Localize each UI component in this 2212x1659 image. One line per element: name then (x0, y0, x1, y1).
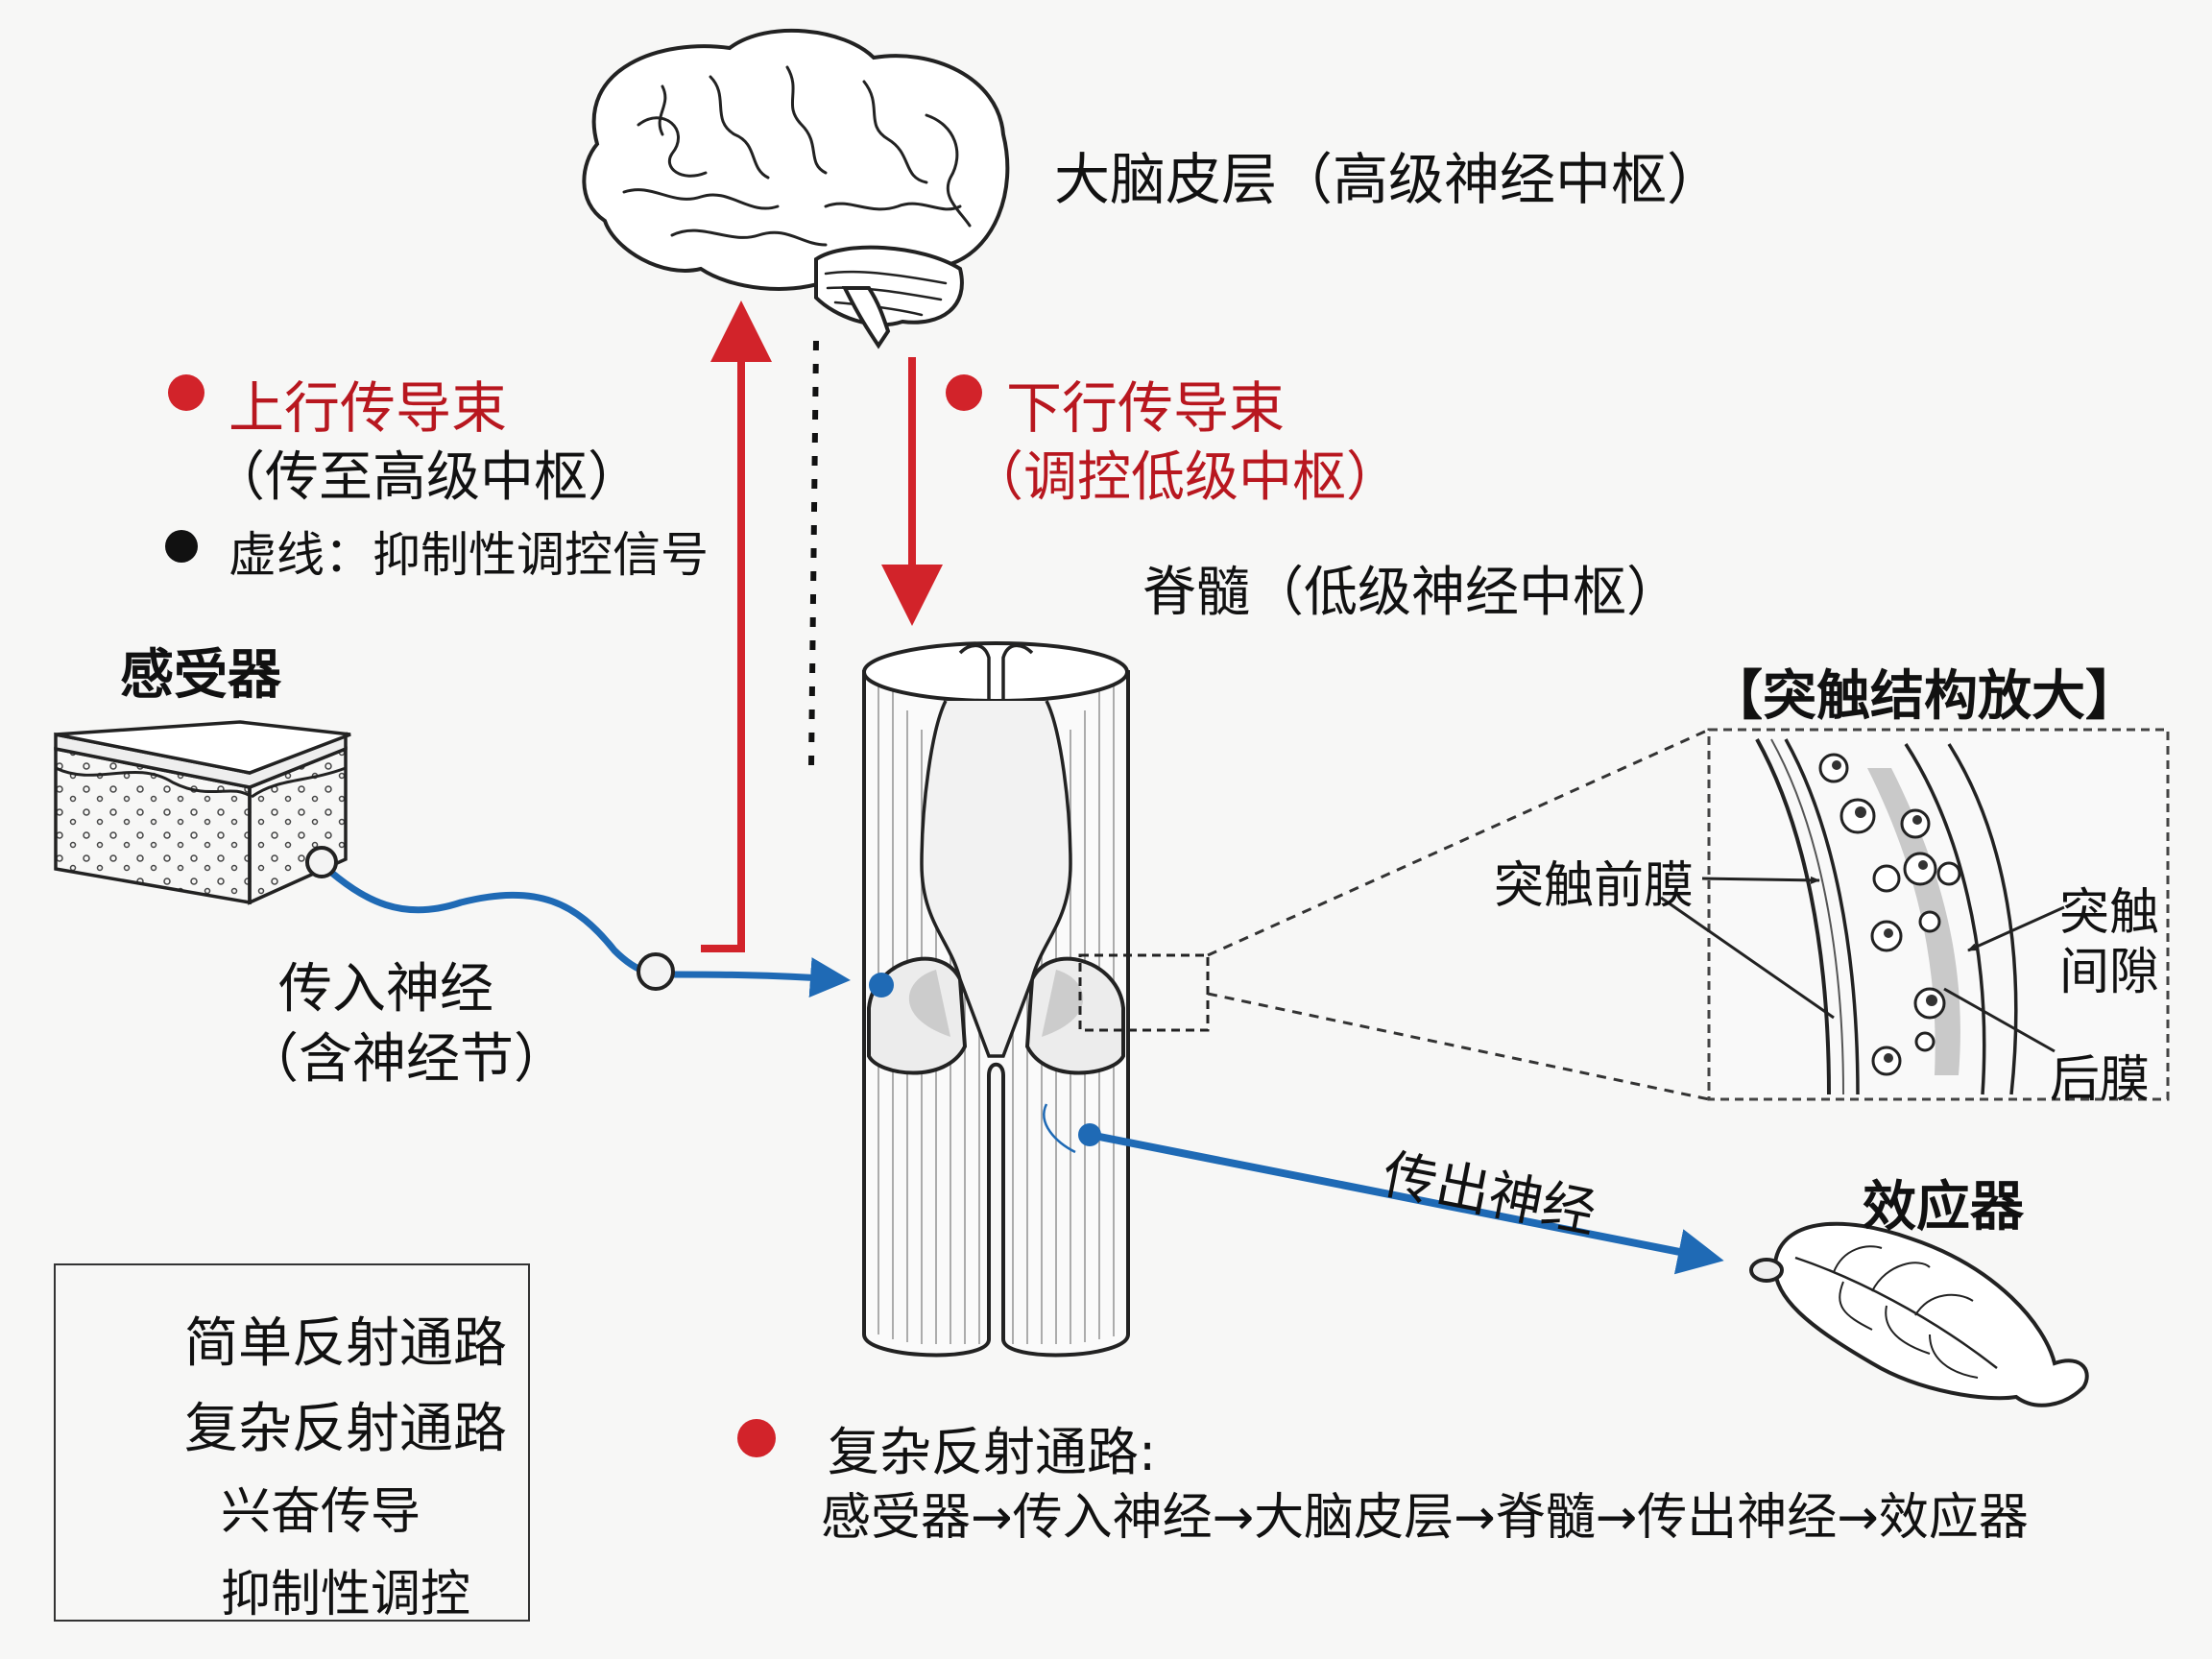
cleft-label-2: 间隙 (2059, 944, 2160, 1001)
spinal-cord-label: 脊髓（低级神经中枢） (1142, 562, 1680, 624)
legend-label: 抑制性调控 (221, 1566, 471, 1623)
effector-illustration (1749, 1221, 2089, 1407)
receptor-skin-illustration (54, 720, 351, 905)
postsynaptic-label: 后膜 (2050, 1051, 2151, 1109)
ascending-tract-arrow (701, 301, 772, 952)
efferent-exit-dot (1078, 1123, 1101, 1146)
descending-title: 下行传导束 (1006, 375, 1286, 441)
legend-label: 兴奋传导 (221, 1483, 421, 1541)
presynaptic-label: 突触前膜 (1494, 857, 1695, 915)
spinal-cord-illustration (862, 641, 1130, 1358)
effector-label: 效应器 (1863, 1176, 2024, 1238)
inhibitory-dashed-line (808, 340, 819, 769)
synapse-title: 【突触结构放大】 (1709, 665, 2139, 728)
dashed-note-bullet (165, 530, 198, 563)
zoom-selection-box (1078, 953, 1210, 1032)
descending-bullet (946, 374, 982, 411)
legend-label: 复杂反射通路 (184, 1398, 507, 1460)
complex-path-sequence: 感受器→传入神经→大脑皮层→脊髓→传出神经→效应器 (821, 1489, 2029, 1547)
afferent-nerve-path (319, 861, 851, 998)
ascending-sub: （传至高级中枢） (211, 446, 641, 509)
ascending-bullet (168, 374, 204, 411)
legend-item-excitation: 兴奋传导 (56, 1463, 528, 1541)
legend-item-complex-path: 复杂反射通路 (56, 1378, 528, 1460)
afferent-sub-label: （含神经节） (245, 1028, 567, 1091)
complex-path-title: 复杂反射通路: (828, 1422, 1157, 1482)
receptor-node (305, 846, 338, 878)
legend-item-simple-path: 简单反射通路 (56, 1292, 528, 1375)
dashed-note: 虚线：抑制性调控信号 (228, 527, 709, 583)
afferent-label: 传入神经 (278, 958, 493, 1021)
legend-label: 简单反射通路 (184, 1312, 507, 1375)
efferent-nerve-path (1089, 1131, 1724, 1275)
receptor-label: 感受器 (120, 644, 281, 707)
afferent-entry-dot (869, 973, 894, 998)
ascending-title: 上行传导束 (228, 375, 508, 441)
ganglion-node (637, 952, 675, 991)
brain-illustration (582, 28, 1010, 349)
legend: 简单反射通路 复杂反射通路 兴奋传导 抑制性调控 (54, 1263, 530, 1623)
cleft-label-1: 突触 (2059, 884, 2160, 942)
brain-label: 大脑皮层（高级神经中枢） (1054, 147, 1723, 212)
legend-item-inhibition: 抑制性调控 (56, 1546, 528, 1623)
descending-sub: （调控低级中枢） (970, 446, 1400, 509)
complex-path-bullet (737, 1419, 776, 1457)
synapse-zoom-panel (1660, 728, 2170, 1101)
